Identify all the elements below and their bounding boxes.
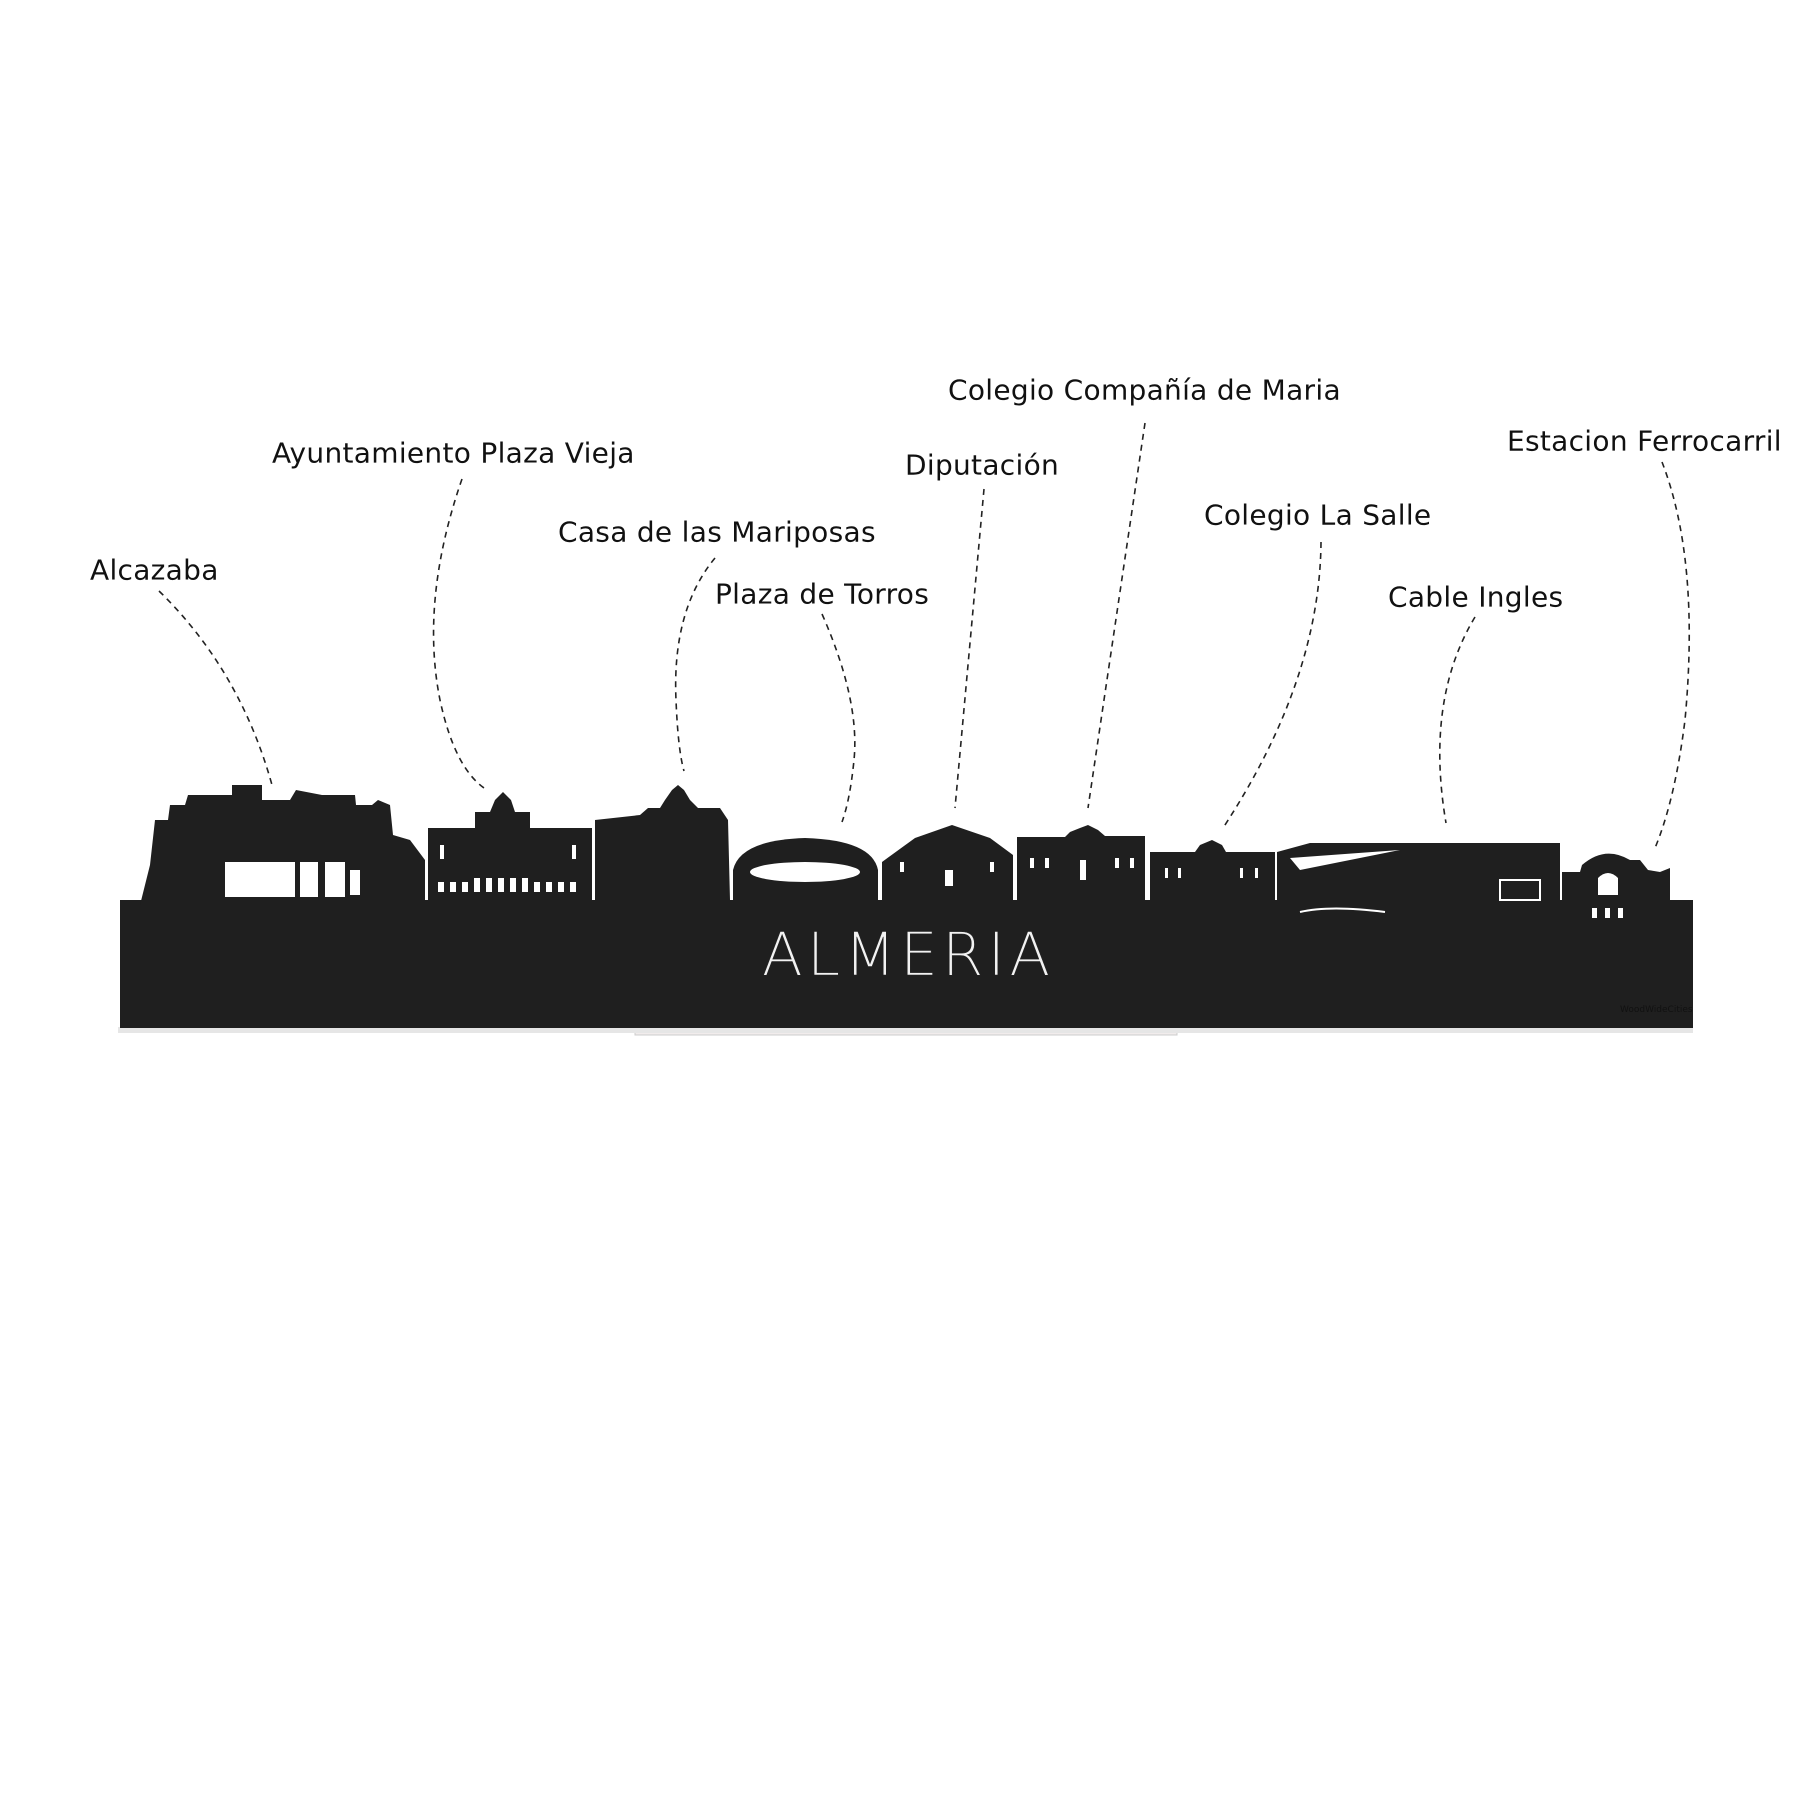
silhouette bbox=[120, 785, 1693, 1028]
leader-lines bbox=[158, 422, 1691, 849]
leader-line-alcazaba bbox=[158, 590, 273, 786]
leader-line-estacion bbox=[1654, 461, 1691, 849]
base-panel bbox=[120, 900, 1693, 1028]
label-cable-ingles: Cable Ingles bbox=[1388, 580, 1564, 614]
label-casa-de-las-mariposas: Casa de las Mariposas bbox=[558, 515, 876, 549]
leader-line-plaza-torros bbox=[821, 613, 856, 823]
label-colegio-la-salle: Colegio La Salle bbox=[1204, 498, 1432, 532]
leader-line-colegio-compania bbox=[1087, 422, 1146, 809]
building-estacion bbox=[1562, 853, 1690, 900]
leader-line-diputacion bbox=[954, 488, 985, 809]
building-casa-mariposas bbox=[595, 785, 730, 900]
label-plaza-de-torros: Plaza de Torros bbox=[715, 577, 930, 611]
window-cutouts bbox=[225, 845, 1623, 918]
building-cable-ingles bbox=[1277, 843, 1560, 900]
leader-line-cable-ingles bbox=[1439, 616, 1476, 824]
label-diputacion: Diputación bbox=[905, 448, 1060, 482]
building-ayuntamiento bbox=[428, 792, 592, 900]
bullring-opening bbox=[750, 862, 860, 882]
label-estacion-ferrocarril: Estacion Ferrocarril bbox=[1507, 424, 1782, 458]
leader-line-la-salle bbox=[1222, 541, 1322, 829]
ayuntamiento-arches bbox=[438, 845, 576, 892]
building-la-salle bbox=[1150, 840, 1275, 900]
leader-line-casa-mariposas bbox=[674, 557, 716, 772]
label-colegio-compania-de-maria: Colegio Compañía de Maria bbox=[948, 373, 1341, 407]
building-diputacion bbox=[882, 825, 1013, 900]
leader-line-ayuntamiento bbox=[432, 478, 488, 791]
city-title: ALMERIA bbox=[761, 920, 1055, 991]
label-alcazaba: Alcazaba bbox=[90, 553, 219, 587]
watermark: WoodWideCities bbox=[1620, 1005, 1693, 1015]
base-shadow bbox=[118, 1027, 1693, 1033]
label-ayuntamiento-plaza-vieja: Ayuntamiento Plaza Vieja bbox=[272, 436, 635, 470]
